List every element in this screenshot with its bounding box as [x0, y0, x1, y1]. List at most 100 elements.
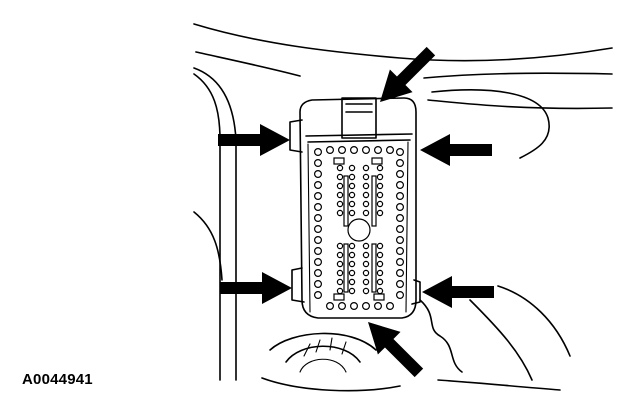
pin-cavity — [396, 203, 405, 212]
pin-cavity — [338, 302, 347, 311]
keying-slot — [371, 157, 383, 165]
pin-cavity — [396, 170, 405, 179]
pin-cavity — [350, 146, 359, 155]
pin-cavity — [362, 287, 370, 295]
pin-cavity — [348, 191, 356, 199]
pin-cavity — [336, 251, 344, 259]
arrow-icon — [218, 124, 290, 156]
arrow-icon — [422, 276, 494, 308]
pin-cavity — [336, 269, 344, 277]
pin-cavity — [396, 236, 405, 245]
pin-cavity — [338, 146, 347, 155]
pin-cavity — [374, 146, 383, 155]
pin-cavity — [314, 269, 323, 278]
arrow-icon — [380, 46, 436, 102]
pin-cavity — [314, 236, 323, 245]
pin-cavity — [396, 280, 405, 289]
pin-cavity — [386, 302, 395, 311]
pin-cavity — [314, 225, 323, 234]
pin-cavity — [336, 287, 344, 295]
pin-cavity — [362, 182, 370, 190]
pin-cavity — [374, 302, 383, 311]
pin-cavity — [362, 242, 370, 250]
pin-cavity — [348, 173, 356, 181]
pin-cavity — [376, 164, 384, 172]
pin-cavity — [376, 209, 384, 217]
pin-cavity — [376, 182, 384, 190]
pin-cavity — [314, 192, 323, 201]
pin-cavity — [396, 291, 405, 300]
pin-cavity — [348, 200, 356, 208]
pin-cavity — [376, 191, 384, 199]
pin-cavities — [314, 146, 405, 311]
pin-cavity — [336, 209, 344, 217]
pin-cavity — [362, 191, 370, 199]
keying-slot — [333, 157, 345, 165]
pin-cavity — [396, 192, 405, 201]
pin-cavity — [336, 200, 344, 208]
pin-cavity — [348, 242, 356, 250]
pin-cavity — [336, 182, 344, 190]
pin-cavity — [314, 258, 323, 267]
pin-cavity — [336, 173, 344, 181]
figure-reference-code: A0044941 — [22, 371, 93, 388]
pin-cavity — [336, 242, 344, 250]
pin-cavity — [336, 278, 344, 286]
pin-cavity — [314, 148, 323, 157]
pin-cavity — [376, 251, 384, 259]
pin-cavity — [396, 214, 405, 223]
pin-cavity — [362, 209, 370, 217]
pin-cavity — [314, 214, 323, 223]
pin-cavity — [376, 242, 384, 250]
pin-cavity — [314, 291, 323, 300]
terminal-slot — [343, 243, 349, 293]
pin-cavity — [376, 260, 384, 268]
pin-cavity — [396, 181, 405, 190]
pin-cavity — [348, 278, 356, 286]
keying-slot — [333, 293, 345, 301]
terminal-slot — [371, 175, 377, 227]
pin-cavity — [396, 269, 405, 278]
pin-cavity — [362, 278, 370, 286]
pin-cavity — [376, 200, 384, 208]
pin-cavity — [362, 164, 370, 172]
pin-cavity — [336, 260, 344, 268]
pin-cavity — [362, 260, 370, 268]
pin-cavity — [348, 251, 356, 259]
pin-cavity — [362, 269, 370, 277]
pin-cavity — [348, 209, 356, 217]
keying-slot — [373, 293, 385, 301]
pin-cavity — [326, 302, 335, 311]
pin-cavity — [314, 170, 323, 179]
pin-cavity — [376, 278, 384, 286]
terminal-slot — [343, 175, 349, 227]
pin-cavity — [396, 247, 405, 256]
connector-icon — [289, 97, 421, 319]
pin-cavity — [376, 287, 384, 295]
pin-cavity — [336, 164, 344, 172]
arrow-icon — [420, 134, 492, 166]
pin-cavity — [348, 287, 356, 295]
pin-cavity — [386, 146, 395, 155]
arrow-icon — [368, 322, 424, 378]
pin-cavity — [362, 173, 370, 181]
pin-cavity — [314, 280, 323, 289]
center-post — [347, 218, 371, 242]
pin-cavity — [314, 181, 323, 190]
pin-cavity — [348, 269, 356, 277]
pin-cavity — [362, 251, 370, 259]
arrow-icon — [220, 272, 292, 304]
pin-cavity — [376, 173, 384, 181]
pin-cavity — [326, 146, 335, 155]
pin-cavity — [396, 258, 405, 267]
pin-cavity — [350, 302, 359, 311]
pin-cavity — [396, 148, 405, 157]
pin-cavity — [396, 225, 405, 234]
pin-cavity — [362, 200, 370, 208]
pin-cavity — [348, 260, 356, 268]
pin-cavity — [314, 159, 323, 168]
pin-cavity — [336, 191, 344, 199]
pin-cavity — [348, 164, 356, 172]
pin-cavity — [362, 146, 371, 155]
